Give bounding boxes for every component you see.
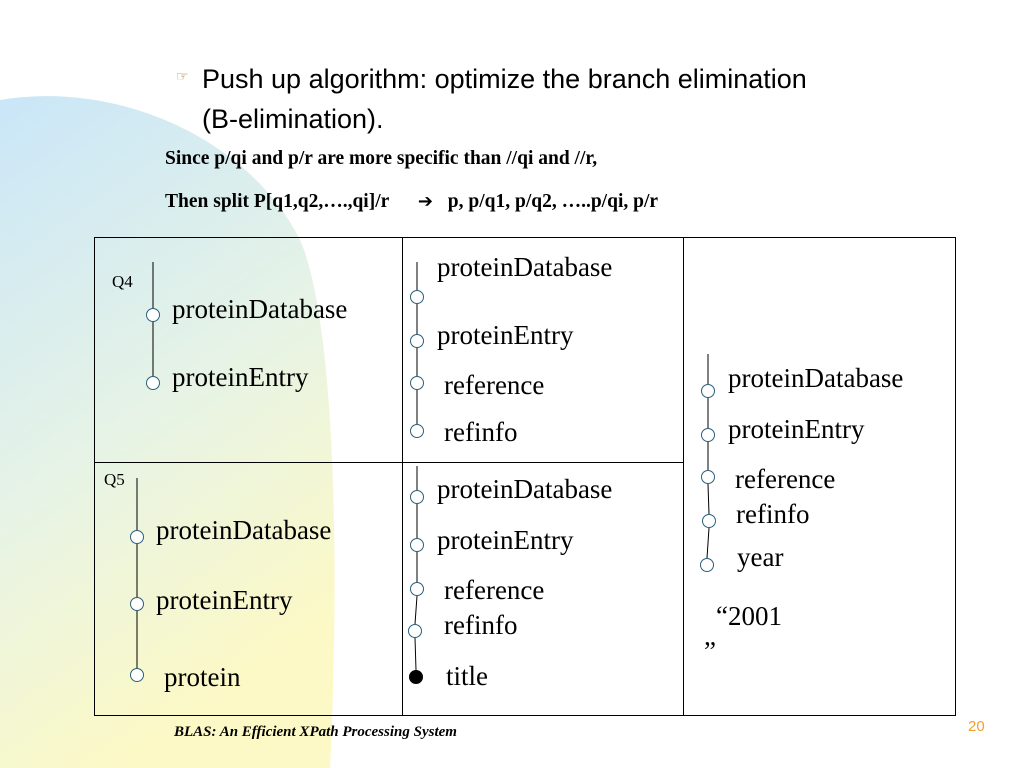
tree-node — [410, 490, 424, 504]
footer-title: BLAS: An Efficient XPath Processing Syst… — [174, 724, 457, 740]
node-label: proteinDatabase — [156, 515, 332, 545]
tree-node — [130, 530, 144, 544]
node-label: proteinEntry — [156, 585, 293, 615]
then-suffix: p, p/q1, p/q2, …..p/qi, p/r — [447, 191, 659, 212]
tree-node — [410, 424, 424, 438]
node-label: proteinEntry — [728, 414, 865, 444]
tree-node — [701, 384, 715, 398]
tree-node — [702, 514, 716, 528]
bullet-line-2: (B-elimination). — [202, 104, 384, 134]
right-arrow-icon: ➔ — [417, 191, 433, 212]
tree-node — [700, 558, 714, 572]
node-label: proteinDatabase — [437, 474, 613, 504]
pointing-hand-icon: ☞ — [176, 68, 189, 84]
value-open: “2001 — [716, 601, 782, 631]
node-label: reference — [444, 575, 545, 605]
value-close: ” — [704, 636, 716, 666]
tree-node — [701, 470, 715, 484]
since-line: Since p/qi and p/r are more specific tha… — [165, 148, 598, 169]
node-label: proteinEntry — [172, 362, 309, 392]
tree-node — [146, 376, 160, 390]
q4-label: Q4 — [112, 272, 133, 291]
tree-node — [408, 624, 422, 638]
node-label: proteinDatabase — [172, 294, 348, 324]
tree-node — [130, 668, 144, 682]
node-label: proteinEntry — [437, 320, 574, 350]
node-label: title — [446, 661, 488, 691]
node-label: proteinDatabase — [728, 363, 904, 393]
tree-node — [701, 428, 715, 442]
tree-node — [410, 538, 424, 552]
node-label: refinfo — [736, 499, 810, 529]
tree-node — [410, 290, 424, 304]
tree-node — [410, 376, 424, 390]
q5-label: Q5 — [104, 470, 125, 489]
bullet-line-1: Push up algorithm: optimize the branch e… — [202, 64, 807, 94]
tree-node-filled — [409, 670, 423, 684]
tree-node — [130, 597, 144, 611]
node-label: protein — [164, 662, 241, 692]
bullet-icon: ☞ — [176, 68, 189, 86]
node-label: reference — [444, 370, 545, 400]
tree-node — [146, 308, 160, 322]
node-label: proteinEntry — [437, 525, 574, 555]
page-number: 20 — [968, 718, 985, 735]
node-label: reference — [735, 464, 836, 494]
node-label: refinfo — [444, 417, 518, 447]
node-label: proteinDatabase — [437, 252, 613, 282]
tree-node — [410, 582, 424, 596]
then-line: Then split P[q1,q2,….,qi]/r ➔ p, p/q1, p… — [165, 191, 658, 213]
tree-node — [410, 334, 424, 348]
then-prefix: Then split P[q1,q2,….,qi]/r — [165, 191, 389, 212]
node-label: year — [737, 542, 784, 572]
node-label: refinfo — [444, 610, 518, 640]
